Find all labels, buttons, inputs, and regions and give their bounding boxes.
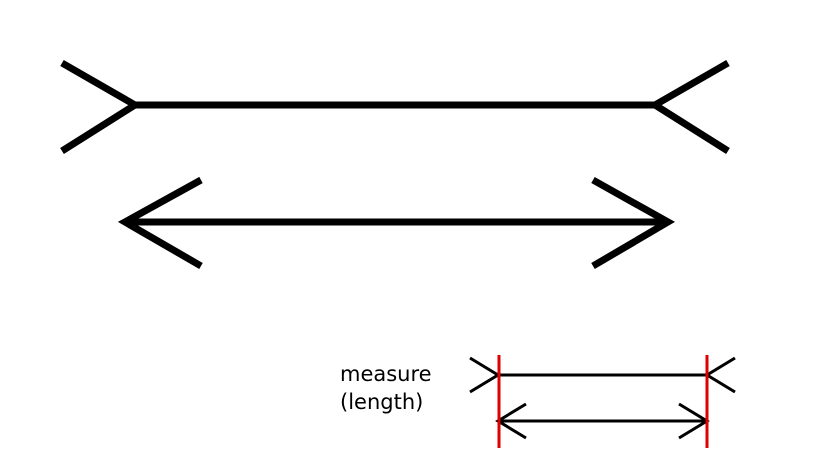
measurement-inset — [469, 355, 736, 448]
inset-fins-in — [495, 402, 710, 440]
caption-line-2: (length) — [340, 390, 424, 414]
fins-in-left-arrowhead — [117, 176, 203, 270]
fins-out-left-fin — [60, 59, 142, 154]
fins-in-right-arrowhead — [591, 176, 676, 270]
fins-in-figure — [117, 176, 676, 270]
inset-fins-out-right-fin — [704, 356, 736, 394]
inset-fins-out-left-fin — [469, 356, 501, 394]
fins-out-figure — [60, 59, 730, 154]
fins-out-right-fin — [648, 59, 730, 154]
inset-fins-out — [469, 356, 736, 394]
caption-line-1: measure — [340, 362, 432, 386]
measure-caption: measure (length) — [340, 360, 432, 416]
